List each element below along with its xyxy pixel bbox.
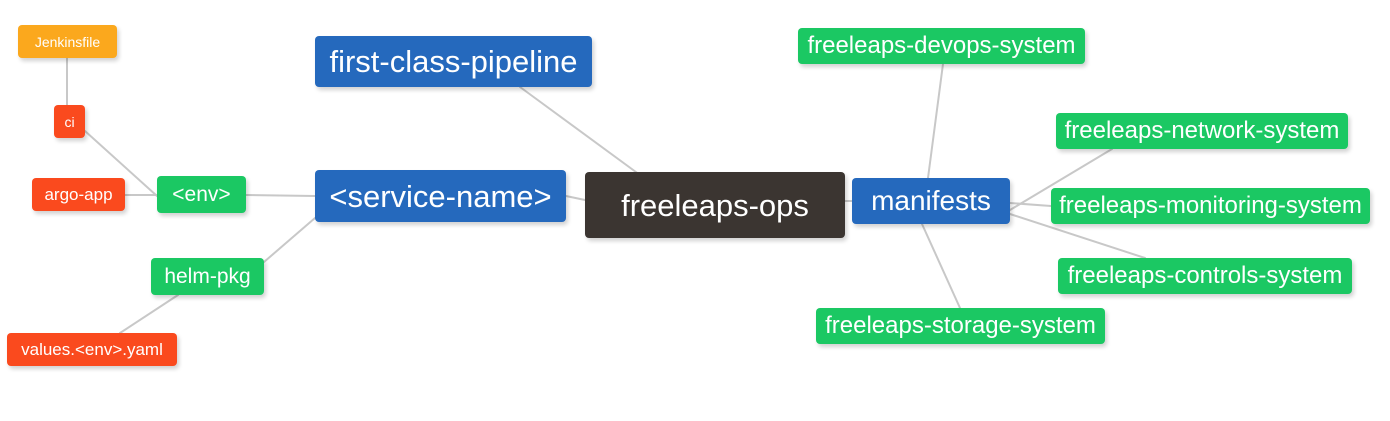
mindmap-node-label: <env> bbox=[172, 183, 231, 206]
mindmap-node-label: freeleaps-storage-system bbox=[825, 312, 1096, 339]
edge-service-name-to-helm-pkg bbox=[263, 217, 316, 263]
mindmap-node-helm-pkg[interactable]: helm-pkg bbox=[151, 258, 264, 295]
edge-helm-pkg-to-values-yaml bbox=[119, 294, 179, 334]
edge-manifests-to-freeleaps-monitoring-system bbox=[1009, 202, 1052, 207]
mindmap-node-label: values.<env>.yaml bbox=[21, 340, 163, 359]
mindmap-node-label: first-class-pipeline bbox=[329, 44, 578, 79]
mindmap-node-service-name[interactable]: <service-name> bbox=[315, 170, 566, 222]
mindmap-node-label: Jenkinsfile bbox=[34, 33, 101, 50]
mindmap-node-label: helm-pkg bbox=[164, 265, 251, 288]
mindmap-node-manifests[interactable]: manifests bbox=[852, 178, 1010, 224]
mindmap-node-label: freeleaps-controls-system bbox=[1067, 262, 1343, 289]
mindmap-node-argo-app[interactable]: argo-app bbox=[32, 178, 125, 211]
mindmap-node-label: freeleaps-network-system bbox=[1064, 117, 1340, 144]
mindmap-node-first-class-pipeline[interactable]: first-class-pipeline bbox=[315, 36, 592, 87]
mindmap-node-label: argo-app bbox=[44, 185, 113, 204]
mindmap-node-label: freeleaps-monitoring-system bbox=[1059, 192, 1362, 219]
mindmap-node-label: <service-name> bbox=[329, 178, 552, 214]
mindmap-node-freeleaps-controls-system[interactable]: freeleaps-controls-system bbox=[1058, 258, 1352, 294]
mindmap-node-freeleaps-devops-system[interactable]: freeleaps-devops-system bbox=[798, 28, 1085, 64]
edge-manifests-to-freeleaps-devops-system bbox=[927, 63, 944, 179]
mindmap-node-ci[interactable]: ci bbox=[54, 105, 85, 138]
mindmap-node-jenkinsfile[interactable]: Jenkinsfile bbox=[18, 25, 117, 58]
mindmap-node-freeleaps-ops[interactable]: freeleaps-ops bbox=[585, 172, 845, 238]
mindmap-node-label: freeleaps-devops-system bbox=[807, 32, 1076, 59]
edge-first-class-pipeline-to-freeleaps-ops bbox=[519, 86, 641, 176]
edge-env-to-service-name bbox=[245, 194, 316, 197]
edge-service-name-to-freeleaps-ops bbox=[565, 195, 586, 201]
mindmap-node-label: ci bbox=[64, 113, 75, 130]
mindmap-node-freeleaps-monitoring-system[interactable]: freeleaps-monitoring-system bbox=[1051, 188, 1370, 224]
mindmap-node-freeleaps-network-system[interactable]: freeleaps-network-system bbox=[1056, 113, 1348, 149]
mindmap-node-freeleaps-storage-system[interactable]: freeleaps-storage-system bbox=[816, 308, 1105, 344]
edge-manifests-to-freeleaps-storage-system bbox=[921, 223, 961, 309]
mindmap-node-values-yaml[interactable]: values.<env>.yaml bbox=[7, 333, 177, 366]
mindmap-node-env[interactable]: <env> bbox=[157, 176, 246, 213]
mindmap-node-label: freeleaps-ops bbox=[621, 187, 809, 223]
mindmap-node-label: manifests bbox=[871, 185, 991, 216]
